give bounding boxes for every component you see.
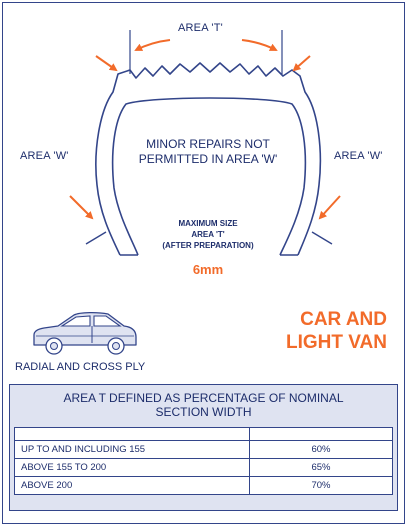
upper-right-pointer-arrow [292, 55, 311, 72]
area-w-right-label: AREA 'W' [334, 150, 383, 162]
tyre-inner-outline [111, 97, 307, 256]
percentage-rows: UP TO AND INCLUDING 155 60% ABOVE 155 TO… [14, 427, 393, 495]
table-row: ABOVE 155 TO 200 65% [14, 458, 393, 477]
vehicle-class-line2: LIGHT VAN [286, 332, 387, 353]
area-t-left-arrow [134, 39, 171, 51]
section-width-range: ABOVE 200 [14, 476, 250, 495]
table-header-line2: SECTION WIDTH [155, 405, 252, 419]
percentage-value: 65% [249, 458, 393, 477]
maximum-size-value: 6mm [192, 262, 224, 277]
lower-right-pointer-arrow [318, 195, 341, 220]
area-t-label: AREA 'T' [178, 22, 223, 34]
percentage-value: 70% [249, 476, 393, 495]
ply-type-label: RADIAL AND CROSS PLY [15, 361, 146, 373]
section-width-range: ABOVE 155 TO 200 [14, 458, 250, 477]
upper-left-pointer-arrow [95, 55, 118, 72]
max-size-line2: AREA 'T' [191, 230, 225, 239]
minor-repairs-note: MINOR REPAIRS NOT PERMITTED IN AREA 'W' [118, 137, 298, 167]
minor-repairs-note-line1: MINOR REPAIRS NOT [146, 137, 270, 151]
table-header-line1: AREA T DEFINED AS PERCENTAGE OF NOMINAL [63, 391, 344, 405]
percentage-value: 60% [249, 440, 393, 459]
minor-repairs-note-line2: PERMITTED IN AREA 'W' [138, 152, 278, 166]
max-size-line1: MAXIMUM SIZE [178, 219, 238, 228]
table-spacer-row [14, 427, 393, 441]
vehicle-class-line1: CAR AND [300, 309, 387, 330]
table-cell [14, 427, 250, 441]
car-icon [33, 311, 137, 355]
table-header: AREA T DEFINED AS PERCENTAGE OF NOMINAL … [10, 391, 397, 419]
table-row: UP TO AND INCLUDING 155 60% [14, 440, 393, 459]
vehicle-class-heading: CAR AND LIGHT VAN [269, 308, 387, 354]
area-w-left-label: AREA 'W' [20, 150, 69, 162]
maximum-size-note: MAXIMUM SIZE AREA 'T' (AFTER PREPARATION… [143, 218, 273, 251]
table-cell [249, 427, 393, 441]
left-bead-line [85, 231, 107, 245]
area-t-right-arrow [241, 39, 278, 51]
tyre-outer-outline [95, 62, 322, 256]
tyre-repair-card [2, 2, 405, 524]
lower-left-pointer-arrow [69, 195, 94, 220]
right-bead-line [311, 231, 333, 245]
area-t-percentage-table: AREA T DEFINED AS PERCENTAGE OF NOMINAL … [9, 384, 398, 511]
max-size-line3: (AFTER PREPARATION) [162, 241, 254, 250]
tyre-cross-section-diagram [69, 30, 341, 256]
table-row: ABOVE 200 70% [14, 476, 393, 495]
section-width-range: UP TO AND INCLUDING 155 [14, 440, 250, 459]
